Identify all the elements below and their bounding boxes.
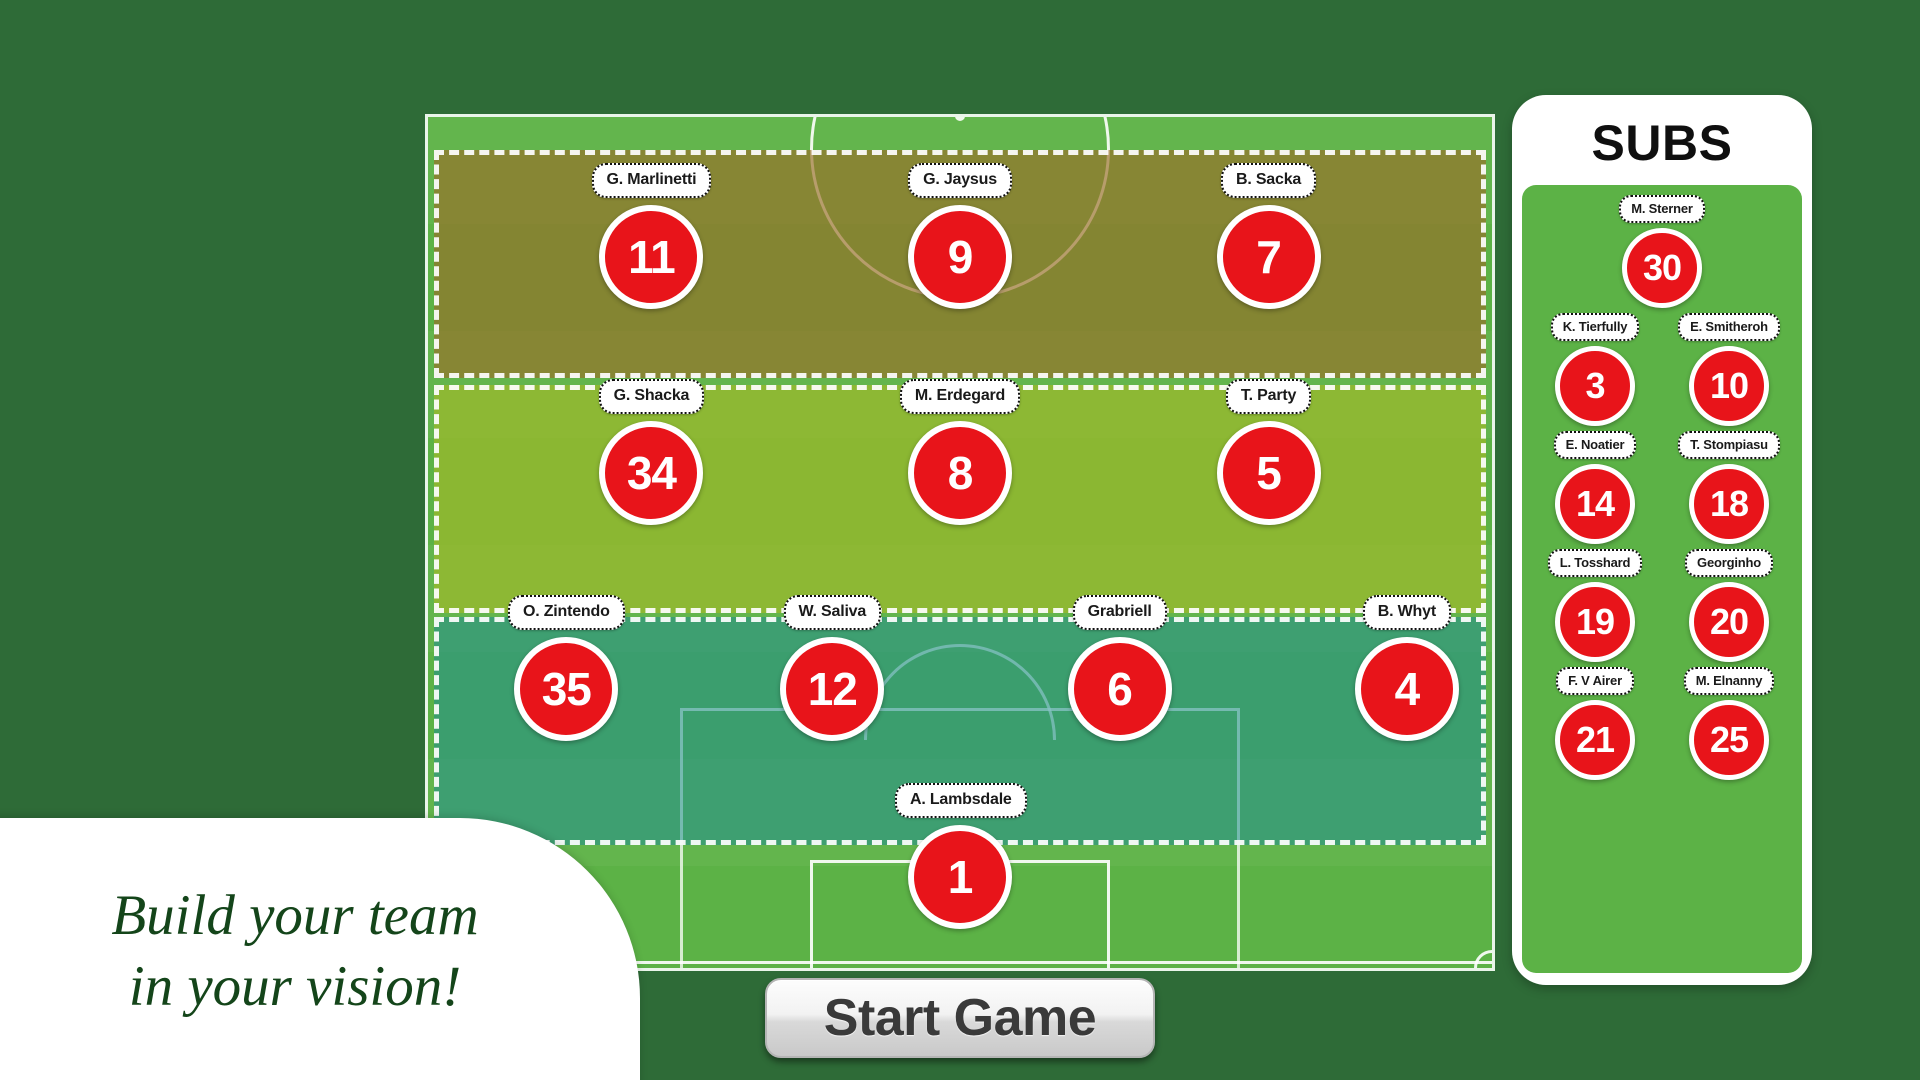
sub-token-9[interactable]: M. Elnanny 25: [1662, 667, 1796, 780]
player-token-midfield-3[interactable]: T. Party 5: [1204, 379, 1334, 525]
subs-row: K. Tierfully 3 E. Smitheroh 10: [1528, 313, 1796, 426]
player-token-defense-3[interactable]: Grabriell 6: [1055, 595, 1185, 741]
player-name-label: A. Lambsdale: [895, 783, 1027, 818]
player-token-midfield-2[interactable]: M. Erdegard 8: [895, 379, 1025, 525]
player-number-badge[interactable]: 5: [1216, 421, 1321, 525]
player-token-midfield-1[interactable]: G. Shacka 34: [586, 379, 716, 525]
sub-name-label: M. Elnanny: [1683, 667, 1775, 695]
football-pitch: G. Marlinetti 11 G. Jaysus 9 B. Sacka 7 …: [425, 114, 1495, 971]
subs-row: L. Tosshard 19 Georginho 20: [1528, 549, 1796, 662]
player-name-label: B. Whyt: [1362, 595, 1451, 630]
player-token-defense-4[interactable]: B. Whyt 4: [1342, 595, 1472, 741]
subs-row: F. V Airer 21 M. Elnanny 25: [1528, 667, 1796, 780]
sub-name-label: K. Tierfully: [1550, 313, 1640, 341]
player-number-badge[interactable]: 1: [908, 825, 1012, 929]
subs-panel-title: SUBS: [1591, 115, 1733, 171]
subs-bench-area[interactable]: M. Sterner 30 K. Tierfully 3 E. Smithero…: [1522, 185, 1802, 973]
sub-token-5[interactable]: T. Stompiasu 18: [1662, 431, 1796, 544]
player-name-label: M. Erdegard: [899, 379, 1021, 414]
player-number-badge[interactable]: 9: [908, 205, 1012, 309]
player-number-badge[interactable]: 35: [514, 637, 619, 741]
player-number-badge[interactable]: 11: [599, 205, 704, 309]
player-number-badge[interactable]: 34: [599, 421, 704, 525]
player-token-defense-2[interactable]: W. Saliva 12: [767, 595, 897, 741]
sub-name-label: Georginho: [1685, 549, 1773, 577]
player-name-label: G. Marlinetti: [591, 163, 712, 198]
sub-name-label: E. Smitheroh: [1678, 313, 1780, 341]
sub-name-label: L. Tosshard: [1547, 549, 1643, 577]
player-token-attack-1[interactable]: G. Marlinetti 11: [586, 163, 716, 309]
player-token-defense-1[interactable]: O. Zintendo 35: [501, 595, 631, 741]
sub-name-label: E. Noatier: [1553, 431, 1637, 459]
player-number-badge[interactable]: 7: [1216, 205, 1321, 309]
sub-number-badge[interactable]: 20: [1689, 582, 1769, 662]
player-number-badge[interactable]: 8: [908, 421, 1012, 525]
player-name-label: G. Jaysus: [908, 163, 1012, 198]
sub-name-label: T. Stompiasu: [1678, 431, 1780, 459]
defense-zone[interactable]: [434, 617, 1486, 845]
tagline-text: Build your team in your vision!: [111, 884, 479, 1019]
player-token-attack-3[interactable]: B. Sacka 7: [1204, 163, 1334, 309]
subs-panel: SUBS M. Sterner 30 K. Tierfully 3 E. Smi…: [1512, 95, 1812, 985]
player-name-label: Grabriell: [1072, 595, 1167, 630]
sub-number-badge[interactable]: 10: [1689, 346, 1769, 426]
tagline-card: Build your team in your vision!: [0, 818, 640, 1080]
player-token-attack-2[interactable]: G. Jaysus 9: [895, 163, 1025, 309]
center-spot-marking: [955, 117, 965, 121]
player-number-badge[interactable]: 12: [780, 637, 885, 741]
player-name-label: B. Sacka: [1220, 163, 1317, 198]
sub-token-8[interactable]: F. V Airer 21: [1528, 667, 1662, 780]
subs-row: E. Noatier 14 T. Stompiasu 18: [1528, 431, 1796, 544]
sub-name-label: M. Sterner: [1619, 195, 1705, 223]
sub-number-badge[interactable]: 18: [1689, 464, 1769, 544]
player-number-badge[interactable]: 4: [1354, 637, 1459, 741]
start-game-button[interactable]: Start Game: [765, 978, 1155, 1058]
corner-arc-right-icon: [1474, 950, 1492, 968]
player-name-label: T. Party: [1225, 379, 1312, 414]
player-token-goalkeeper[interactable]: A. Lambsdale 1: [895, 783, 1027, 929]
sub-token-7[interactable]: Georginho 20: [1662, 549, 1796, 662]
sub-number-badge[interactable]: 3: [1555, 346, 1635, 426]
sub-token-4[interactable]: E. Noatier 14: [1528, 431, 1662, 544]
subs-row: M. Sterner 30: [1528, 195, 1796, 308]
sub-number-badge[interactable]: 19: [1555, 582, 1635, 662]
sub-token-2[interactable]: K. Tierfully 3: [1528, 313, 1662, 426]
sub-number-badge[interactable]: 30: [1622, 228, 1702, 308]
sub-number-badge[interactable]: 25: [1689, 700, 1769, 780]
sub-number-badge[interactable]: 14: [1555, 464, 1635, 544]
player-name-label: W. Saliva: [783, 595, 882, 630]
player-name-label: O. Zintendo: [507, 595, 625, 630]
sub-token-6[interactable]: L. Tosshard 19: [1528, 549, 1662, 662]
sub-token-3[interactable]: E. Smitheroh 10: [1662, 313, 1796, 426]
player-number-badge[interactable]: 6: [1067, 637, 1172, 741]
sub-name-label: F. V Airer: [1556, 667, 1634, 695]
sub-number-badge[interactable]: 21: [1555, 700, 1635, 780]
player-name-label: G. Shacka: [598, 379, 705, 414]
sub-token-1[interactable]: M. Sterner 30: [1595, 195, 1729, 308]
